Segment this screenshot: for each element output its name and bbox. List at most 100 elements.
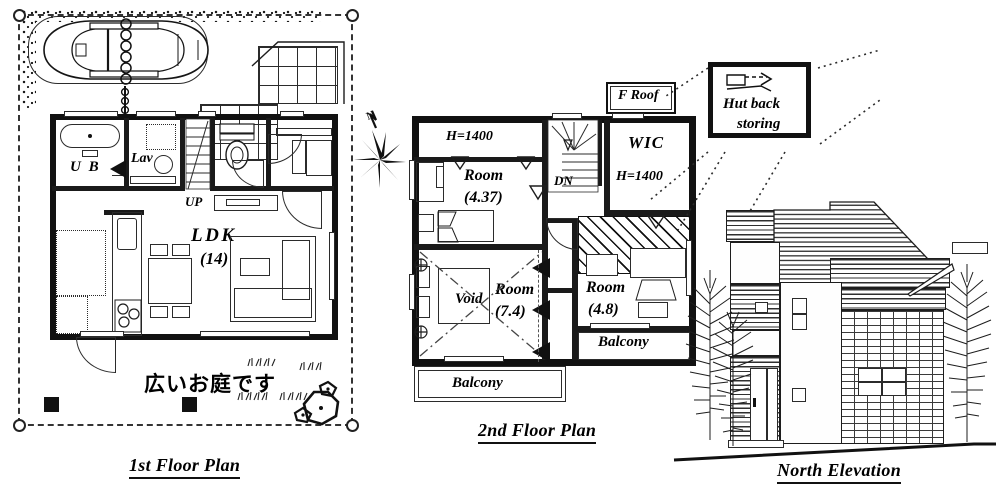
elev-left-tower-band — [732, 330, 780, 356]
elev-center-window-lower — [792, 388, 806, 402]
site-corner-node-ne — [346, 9, 359, 22]
2f-window-west-room1 — [409, 160, 415, 200]
stair-down — [547, 119, 599, 193]
hut-back-storing-callout: Hut back storing — [708, 62, 811, 138]
2f-window-west-room2 — [409, 274, 415, 310]
hall-swing-door — [546, 218, 578, 250]
first-floor-plan-title: 1st Floor Plan — [129, 455, 241, 479]
garden-marker-left — [44, 397, 59, 412]
elev-center-window-upper — [792, 298, 807, 314]
dining-chair-4 — [172, 306, 190, 318]
room1-desk — [436, 166, 444, 188]
garden-note: 広いお庭です — [144, 372, 276, 396]
room1-ceiling-height-label: H=1400 — [446, 129, 493, 144]
1f-wall-south — [50, 334, 338, 340]
room3-label: Room — [586, 279, 626, 296]
lav-counter — [146, 124, 176, 150]
elev-ground-line — [673, 442, 996, 462]
coffee-table — [240, 258, 270, 276]
elev-entry-door-jamb — [766, 369, 768, 443]
2f-partition-room3-south — [578, 326, 690, 332]
poplar-tree-left-2 — [712, 311, 754, 446]
shrub-cluster — [293, 380, 340, 426]
f-roof-box-inner — [610, 86, 672, 110]
site-boundary-left — [18, 14, 20, 424]
hall-bench — [214, 195, 278, 211]
hut-back-storing-line2: storing — [737, 116, 781, 132]
stair-up-label: UP — [185, 194, 203, 209]
2f-partition-room1-east — [542, 120, 548, 248]
balcony-left-outer — [414, 366, 566, 402]
hut-back-storing-line1: Hut back — [723, 96, 781, 112]
sofa-frame — [230, 236, 316, 322]
room3-chair — [635, 279, 677, 301]
balcony-left-label: Balcony — [452, 375, 503, 391]
elev-roof-vent-window — [952, 242, 988, 254]
dining-chair-3 — [150, 306, 168, 318]
room2-label: Room — [495, 281, 535, 298]
north-elevation-title: North Elevation — [777, 460, 902, 484]
stair-down-label: DN — [554, 173, 573, 188]
2f-wall-south — [412, 359, 696, 366]
2f-door-south-room2 — [444, 356, 504, 362]
1f-partition-lav-stair — [180, 118, 185, 190]
1f-window-north-bath — [64, 111, 118, 117]
void-diagonals — [419, 251, 543, 357]
2f-wall-east — [689, 116, 696, 366]
1f-window-east-ldk — [329, 232, 335, 300]
bath-step — [82, 150, 98, 157]
2f-partition-hall-step — [546, 288, 576, 293]
ub-label: U B — [70, 159, 101, 175]
dining-chair-2 — [172, 244, 190, 256]
1f-window-north-toilet — [198, 111, 216, 117]
sloped-ceiling-window-marker — [646, 215, 666, 230]
elev-entry-door-handle — [753, 398, 756, 407]
room1-window-markers — [450, 156, 536, 171]
entrance-step — [276, 128, 332, 136]
2f-partition-wic-south — [604, 210, 690, 216]
kitchen-storage-dashed-2 — [56, 296, 88, 334]
void-label: Void — [455, 291, 483, 307]
lav-basin — [154, 155, 173, 174]
bath-door-swing-icon — [110, 160, 126, 178]
site-corner-node-sw — [13, 419, 26, 432]
kitchen-sink — [117, 218, 137, 250]
room3-area-label: (4.8) — [588, 301, 619, 318]
2f-partition-stair-east — [596, 120, 602, 186]
lav-label: Lav — [131, 151, 153, 166]
sloped-ceiling-inner-1 — [586, 254, 618, 276]
sloped-ceiling-inner-2 — [630, 248, 686, 278]
elev-left-tower-small-window — [755, 302, 768, 313]
sofa-bottom — [234, 288, 312, 318]
2f-wall-north — [412, 116, 696, 123]
bathtub-drain — [88, 134, 92, 138]
balcony-right-outer — [578, 332, 690, 360]
bathtub — [60, 124, 120, 148]
compass-north-label: N — [365, 109, 377, 123]
site-boundary-right — [351, 14, 353, 424]
f-roof-label: F Roof — [618, 88, 659, 103]
elev-entry-step — [728, 440, 784, 448]
toilet-door-swing — [232, 160, 264, 188]
shrub-column — [120, 18, 132, 85]
first-floor-plan-group: U B Lav UP — [0, 0, 372, 479]
compass-rose-icon: N — [354, 109, 406, 188]
2f-reference-line — [538, 250, 539, 362]
1f-wall-west — [50, 114, 56, 340]
2f-partition-loft-shelf — [414, 157, 542, 162]
hall-door-arrows — [532, 258, 550, 362]
2f-partition-wic-west — [604, 120, 610, 214]
kitchen-counter — [112, 212, 142, 336]
hut-storage-pictogram — [726, 72, 773, 92]
dining-table — [148, 258, 192, 304]
second-floor-plan-group: F Roof H=1400 Room (4.37) — [400, 0, 700, 450]
1f-window-south-ldk — [200, 331, 310, 337]
2f-window-north-stair — [552, 113, 582, 119]
second-floor-plan-title: 2nd Floor Plan — [478, 420, 597, 444]
room3-desk — [638, 302, 668, 318]
poplar-tree-right — [942, 264, 992, 442]
elev-brick-window-mullion-h — [859, 381, 905, 383]
elev-right-eave-line — [907, 263, 955, 297]
1f-window-north-hall — [280, 111, 304, 117]
